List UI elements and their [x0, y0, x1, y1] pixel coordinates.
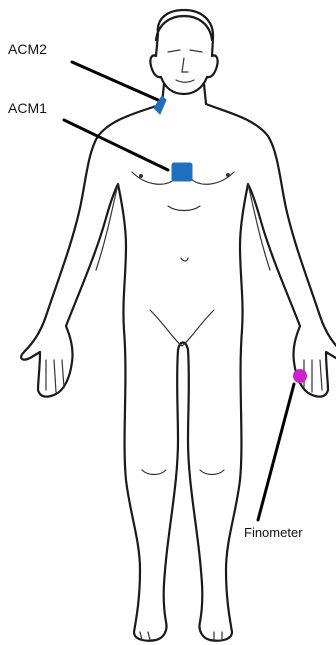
- acm2-label: ACM2: [8, 42, 47, 56]
- body-outline: [21, 10, 336, 641]
- acm2-pointer-line: [72, 62, 158, 100]
- finometer-pointer-line: [258, 384, 294, 520]
- finometer-label: Finometer: [244, 526, 303, 539]
- finometer-sensor-marker: [293, 369, 307, 383]
- acm1-label: ACM1: [8, 101, 47, 115]
- acm1-sensor-marker: [172, 163, 192, 181]
- acm1-pointer-line: [64, 120, 168, 170]
